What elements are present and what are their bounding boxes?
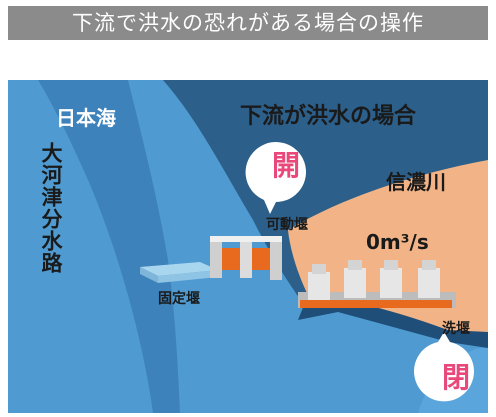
diagram-canvas [8, 80, 488, 413]
page-title: 下流で洪水の恐れがある場合の操作 [72, 11, 424, 35]
page-title-banner: 下流で洪水の恐れがある場合の操作 [8, 6, 488, 40]
fixed-weir [140, 262, 218, 283]
flush-weir-label: 洗堰 [442, 321, 470, 337]
channel-bank [38, 80, 180, 413]
flow-value: 0m³/s [366, 230, 429, 254]
sea-label: 日本海 [56, 106, 116, 130]
river-label: 信濃川 [386, 170, 446, 194]
open-badge-bubble [245, 142, 307, 214]
flush-weir [298, 260, 456, 308]
fixed-weir-label: 固定堰 [158, 291, 200, 307]
flush-weir-status: 閉 [441, 361, 470, 394]
movable-weir-status: 開 [271, 149, 300, 182]
diagram-heading: 下流が洪水の場合 [240, 104, 417, 129]
closed-badge-bubble [414, 332, 475, 402]
movable-weir [210, 236, 282, 280]
movable-weir-label: 可動堰 [266, 217, 308, 233]
channel-label: 大河津分水路 [39, 142, 63, 274]
weir-diagram: 日本海 下流が洪水の場合 大河津分水路 信濃川 0m³/s 可動堰 固定堰 洗堰… [8, 80, 488, 413]
